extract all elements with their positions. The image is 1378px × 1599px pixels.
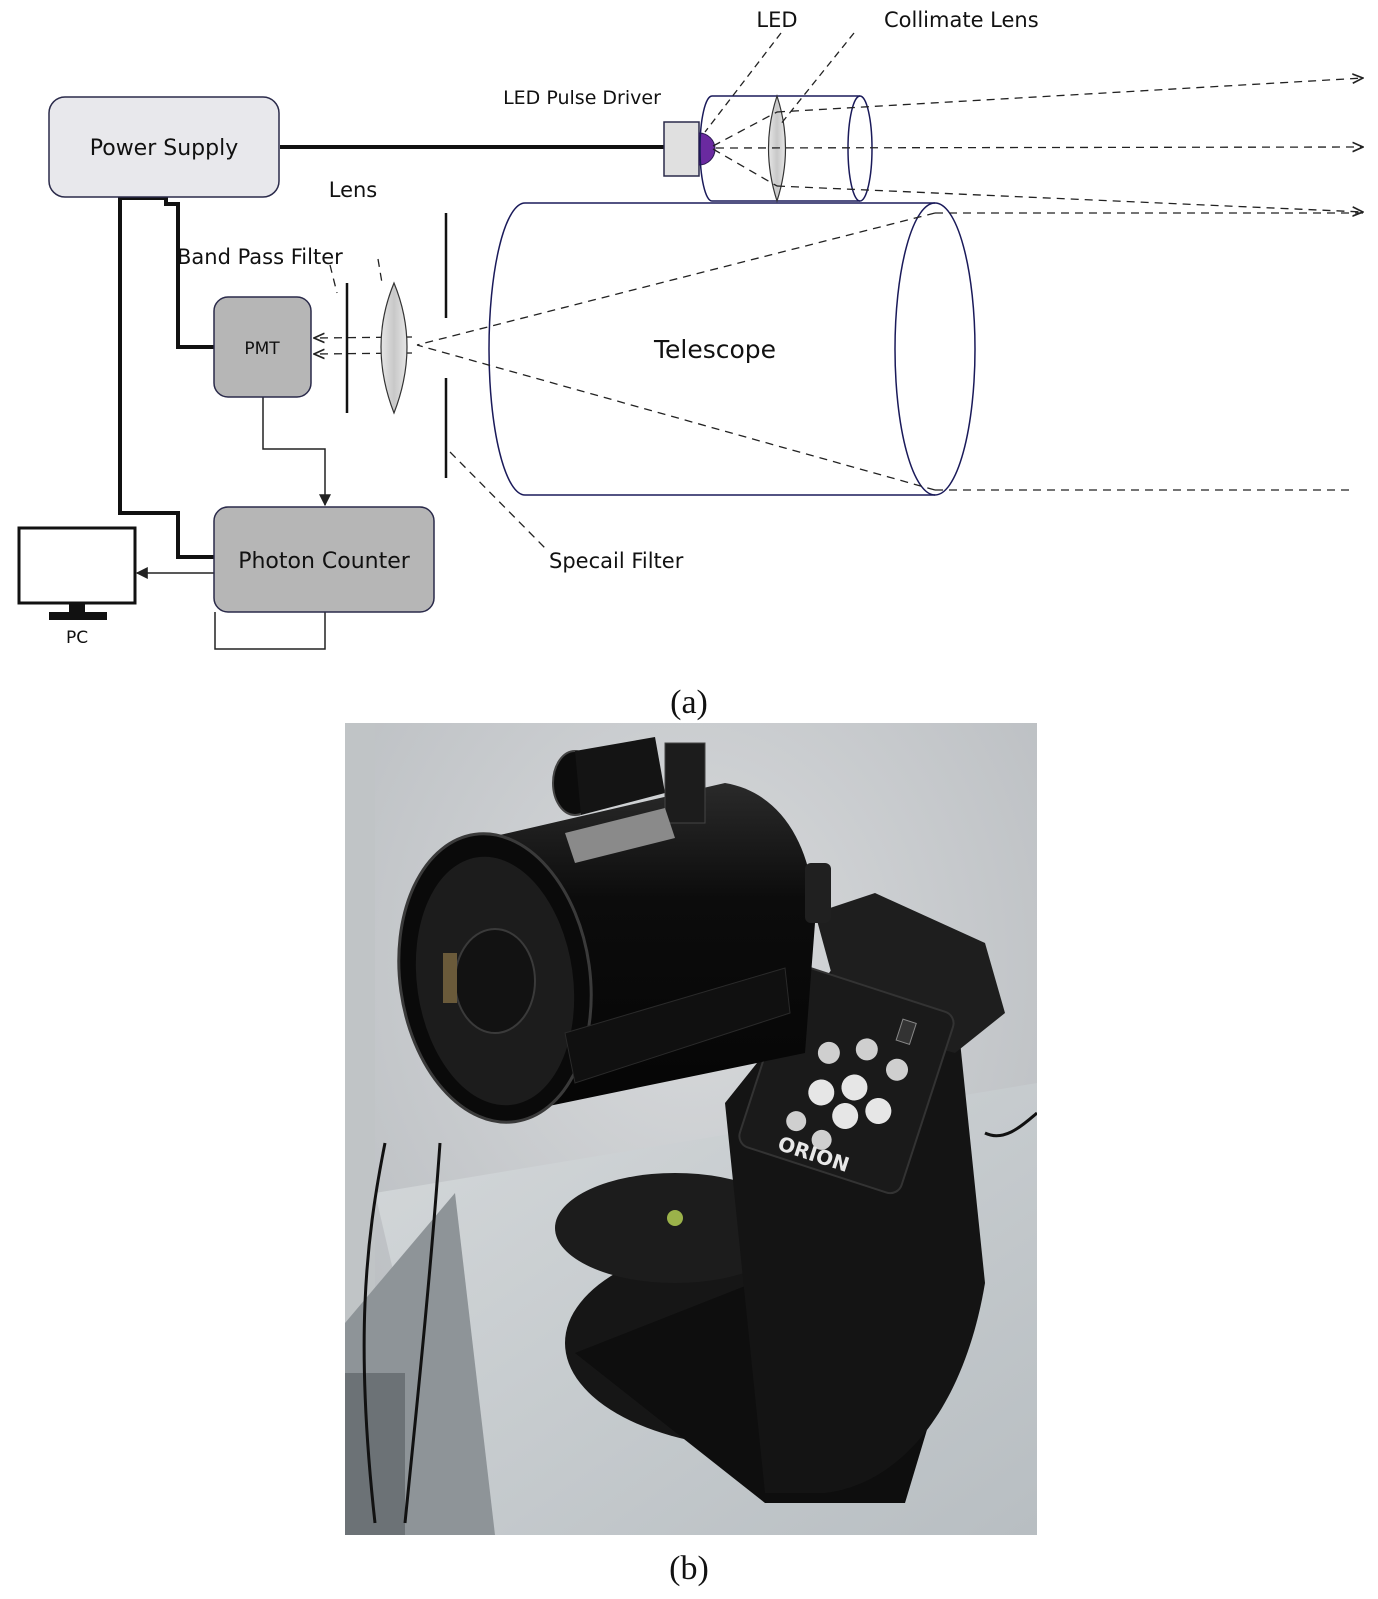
led-pulse-driver-label: LED Pulse Driver xyxy=(503,87,661,109)
lens-label: Lens xyxy=(329,178,378,202)
signal-wires xyxy=(135,397,331,650)
specail-filter-label: Specail Filter xyxy=(549,549,684,573)
collimate-lens-label: Collimate Lens xyxy=(884,8,1039,32)
power-switch xyxy=(895,1018,917,1045)
telescope-outline xyxy=(488,202,976,496)
telescope-label: Telescope xyxy=(653,335,776,364)
lens-icon xyxy=(380,281,408,415)
pc-label: PC xyxy=(66,628,88,648)
telescope-photo: ORION xyxy=(345,723,1037,1535)
pmt-box: PMT xyxy=(213,296,312,398)
caption-a: (a) xyxy=(670,684,708,721)
power-wires xyxy=(118,145,665,559)
led-pulse-driver: LED Pulse Driver xyxy=(503,87,716,177)
photon-counter-box: Photon Counter xyxy=(213,506,435,613)
top-callouts xyxy=(704,32,855,133)
band-pass-filter-label: Band Pass Filter xyxy=(177,245,343,269)
led-icon xyxy=(698,132,716,166)
pmt-label: PMT xyxy=(244,339,280,359)
collimator-tube xyxy=(699,95,873,202)
return-beams xyxy=(314,212,1363,549)
led-label: LED xyxy=(756,8,797,32)
power-supply-label: Power Supply xyxy=(90,136,238,161)
photon-counter-label: Photon Counter xyxy=(238,549,411,574)
power-supply-box: Power Supply xyxy=(48,96,280,198)
pc-monitor-icon: PC xyxy=(17,526,137,648)
led-beams xyxy=(712,78,1363,212)
caption-b: (b) xyxy=(669,1550,709,1587)
